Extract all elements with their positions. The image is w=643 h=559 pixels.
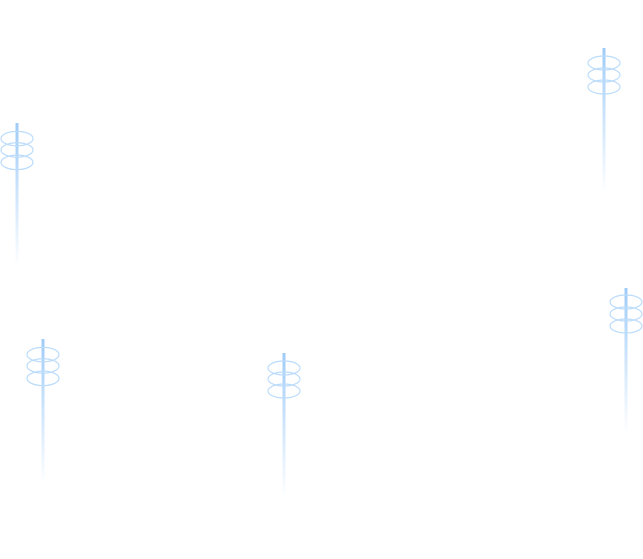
signal-beacon-icon [609,288,643,433]
signal-beacon-icon [267,353,301,498]
signal-beacon-icon [587,48,621,193]
beacon-lower-center [265,351,303,501]
signal-beacon-icon [26,339,60,484]
signal-beacon-icon [0,123,34,268]
beacon-mid-right [607,286,643,436]
beacon-top-right [585,46,623,196]
beacon-lower-left [24,337,62,484]
beacon-upper-left [0,121,36,268]
